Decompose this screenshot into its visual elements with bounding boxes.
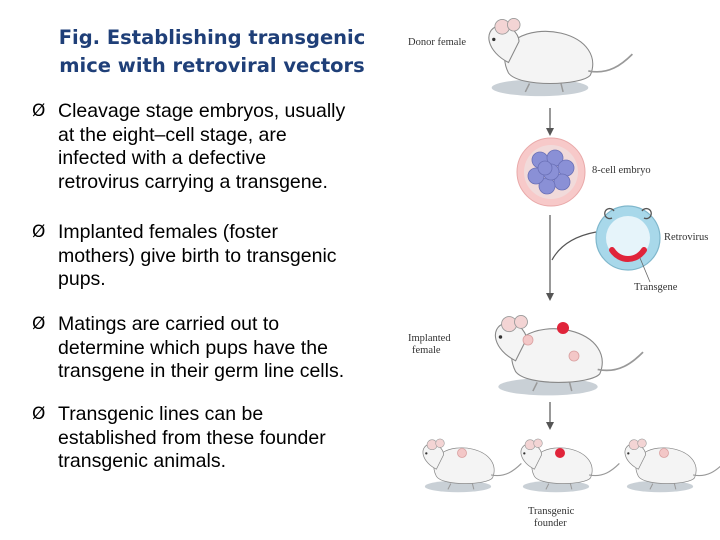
title-line-2: mice with retroviral vectors [59,54,365,77]
bullet-line: Cleavage stage embryos, usually [58,100,346,122]
bullet-line: determine which pups have the [58,336,328,359]
bullet-line: Matings are carried out to [58,313,280,335]
embryo-label: 8-cell embryo [592,165,651,176]
flow-arrow [546,108,554,136]
pup-mouse [422,438,522,493]
retrovirus-label: Retrovirus [664,232,708,243]
bullet-line: infected with a defective [58,147,267,169]
flow-arrow [546,402,554,430]
bullet-line: at the eight–cell stage, are [58,123,287,146]
bullet-line: mothers) give birth to transgenic [58,244,337,267]
transgene-label: Transgene [634,282,678,293]
founder-label-line-1: Transgenic [528,506,575,517]
bullet-line: Transgenic lines can be [58,403,264,425]
implanted-female-mouse [494,314,644,397]
bullet-line: pups. [58,268,106,290]
retrovirus [595,205,661,271]
title-line-1: Fig. Establishing transgenic [58,26,366,49]
arrow-bullet-icon: Ø [32,314,46,334]
bullet-item: Ø Transgenic lines can be established fr… [32,403,326,474]
eight-cell-embryo [516,137,586,207]
transgene-pointer [639,257,651,283]
arrow-bullet-icon: Ø [32,101,46,121]
implanted-label-line-1: Implanted [408,333,451,344]
flow-arrow [546,215,597,301]
donor-female-mouse [488,17,634,97]
bullet-item: Ø Matings are carried out to determine w… [32,313,344,384]
bullet-line: retrovirus carrying a transgene. [58,170,328,193]
founder-label-line-2: founder [534,518,567,529]
arrow-bullet-icon: Ø [32,222,46,242]
transgenic-founder-mouse [520,438,620,493]
transgenic-mouse-diagram: Donor female 8-cell embryo Retrovirus Tr… [408,17,720,529]
bullet-line: Implanted females (foster [58,221,279,243]
implanted-label-line-2: female [412,345,441,356]
bullet-item: Ø Cleavage stage embryos, usually at the… [32,100,345,194]
bullet-line: established from these founder [58,426,326,449]
bullet-line: transgene in their germ line cells. [58,360,345,382]
donor-female-label: Donor female [408,37,466,48]
bullet-item: Ø Implanted females (foster mothers) giv… [32,221,337,292]
bullet-line: transgenic animals. [58,450,226,472]
slide-title: Fig. Establishing transgenic mice with r… [22,24,402,80]
pup-mouse [624,438,720,493]
arrow-bullet-icon: Ø [32,404,46,424]
